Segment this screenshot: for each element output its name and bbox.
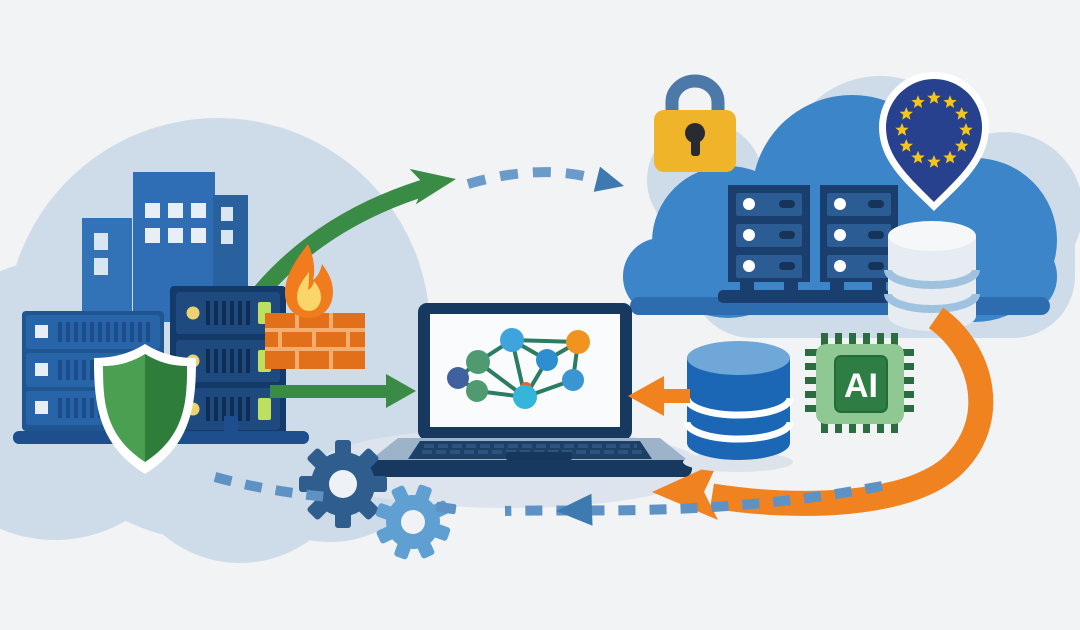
eu-location-pin-icon bbox=[879, 72, 989, 211]
orange-curved-arrow-icon bbox=[652, 307, 994, 520]
padlock-icon bbox=[654, 74, 736, 172]
green-straight-arrow-icon bbox=[270, 374, 416, 408]
network-graph-icon bbox=[447, 328, 590, 409]
orange-straight-arrow-icon bbox=[628, 376, 690, 416]
database-icon bbox=[683, 341, 794, 472]
cloud-server-rack-icon bbox=[718, 185, 898, 303]
ai-chip-icon: AI bbox=[805, 333, 914, 433]
laptop-base bbox=[366, 460, 692, 477]
dashed-arrow-bottom-icon bbox=[213, 472, 883, 526]
laptop-icon bbox=[366, 303, 692, 477]
dashed-arrow-top-icon bbox=[466, 166, 624, 192]
shield-icon bbox=[94, 344, 196, 474]
firewall-icon bbox=[265, 313, 365, 369]
laptop-trackpad bbox=[506, 452, 572, 460]
cloud-database-icon bbox=[884, 221, 980, 331]
dashed-arrowhead bbox=[556, 493, 593, 526]
gear-light-icon bbox=[375, 484, 451, 560]
gear-dark-icon bbox=[299, 440, 387, 528]
fire-icon bbox=[285, 244, 333, 318]
ai-chip-label: AI bbox=[844, 367, 878, 405]
